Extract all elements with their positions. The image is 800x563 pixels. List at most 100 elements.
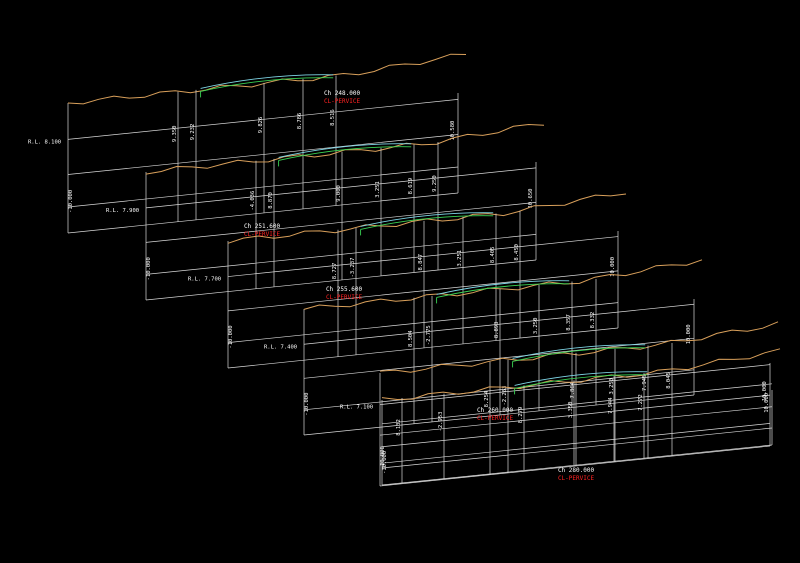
- band-line-1: [303, 303, 695, 345]
- design-profile-cyan: [512, 344, 646, 359]
- ground-profile: [379, 321, 779, 373]
- offset-value: -3.237: [350, 258, 356, 278]
- chainage-label: Ch 251.600: [244, 223, 281, 230]
- offset-value: 8.357: [566, 314, 572, 331]
- band-line-1: [379, 364, 771, 405]
- band-line-3: [67, 166, 459, 208]
- offset-value: 9.826: [258, 117, 264, 134]
- band-line-1: [381, 383, 773, 425]
- design-profile-green: [278, 146, 412, 161]
- centreline-label: CL-PERVICE: [558, 475, 595, 482]
- offset-value: 3.250: [609, 378, 615, 395]
- design-profile-cyan: [436, 280, 570, 295]
- design-profile-green: [514, 374, 648, 389]
- offset-value: 8.332: [590, 312, 596, 329]
- band-line-1: [227, 236, 619, 277]
- offset-value: -2.953: [438, 412, 444, 432]
- left-offset-value: -10.000: [146, 257, 152, 280]
- offset-value: -2.263: [502, 386, 508, 406]
- offset-value: -2.775: [426, 325, 432, 345]
- centreline-label: CL-PERVICE: [324, 98, 361, 105]
- design-profile-cyan: [200, 74, 334, 89]
- ground-profile: [381, 348, 781, 401]
- band-line-2: [381, 406, 773, 448]
- datum-label: R.L. 7.900: [106, 208, 139, 214]
- band-line-3: [227, 302, 619, 343]
- offset-value: 8.893: [494, 322, 500, 339]
- offset-value: 3.350: [568, 402, 574, 419]
- offset-value: 3.251: [375, 181, 381, 198]
- frame-bottom: [379, 445, 771, 487]
- offset-value: 3.251: [457, 250, 463, 267]
- offset-value: -4.036: [250, 191, 256, 211]
- right-offset-value: 10.000: [610, 257, 616, 277]
- offset-value: 8.619: [408, 178, 414, 195]
- left-offset-value: -10.000: [228, 325, 234, 348]
- frame-bottom: [227, 327, 619, 369]
- datum-label: R.L. 7.100: [340, 405, 373, 411]
- offset-value: 8.132: [396, 419, 402, 436]
- centreline-label: CL-PERVICE: [244, 231, 281, 238]
- offset-value: 8.727: [332, 263, 338, 280]
- left-offset-value: -10.000: [68, 190, 74, 213]
- band-line-2: [67, 134, 459, 175]
- offset-value: 8.405: [490, 247, 496, 264]
- datum-label: R.L. 7.700: [188, 277, 221, 283]
- design-profile-green: [436, 283, 570, 298]
- chainage-label: Ch 255.600: [326, 286, 363, 293]
- frame-bottom: [381, 444, 773, 486]
- left-offset-value: -10.000: [304, 393, 310, 416]
- offset-value: 8.254: [484, 390, 490, 407]
- right-offset-value: 10.580: [450, 121, 456, 141]
- offset-value: 8.516: [330, 109, 336, 126]
- chainage-label: Ch 248.000: [324, 90, 361, 97]
- centreline-label: CL-PERVICE: [477, 415, 514, 422]
- frame-bottom: [303, 394, 695, 436]
- offset-value: 9.350: [172, 126, 178, 143]
- band-line-3: [379, 423, 771, 464]
- offset-value: 8.045: [666, 372, 672, 389]
- band-line-1: [67, 99, 459, 140]
- offset-value: 9.250: [432, 175, 438, 192]
- offset-value: 8.847: [418, 254, 424, 271]
- ground-profile: [67, 53, 467, 105]
- right-offset-value: 10.000: [764, 393, 770, 413]
- left-offset-value: -10.000: [380, 446, 386, 469]
- offset-value: 7.945: [642, 375, 648, 392]
- design-profile-green: [360, 215, 494, 230]
- offset-value: 8.279: [518, 407, 524, 424]
- right-offset-value: 10.000: [762, 381, 768, 401]
- offset-value: 8.786: [297, 113, 303, 130]
- band-line-3: [381, 427, 773, 469]
- datum-label: R.L. 8.100: [28, 139, 61, 145]
- offset-value: 3.250: [533, 318, 539, 335]
- right-offset-value: 10.000: [686, 324, 692, 344]
- design-profile-green: [512, 347, 646, 362]
- design-profile-green: [200, 77, 334, 92]
- offset-value: 8.870: [268, 192, 274, 209]
- offset-value: 9.000: [336, 185, 342, 202]
- right-offset-value: 10.650: [528, 189, 534, 209]
- band-line-1: [145, 167, 537, 209]
- band-line-3: [145, 234, 537, 275]
- offset-value: 7.864: [570, 381, 576, 398]
- frame-bottom: [145, 259, 537, 301]
- chainage-label: Ch 260.000: [477, 407, 514, 414]
- design-profile-cyan: [514, 371, 648, 386]
- band-line-2: [379, 394, 771, 436]
- offset-value: 8.504: [408, 330, 414, 347]
- centreline-label: CL-PERVICE: [326, 294, 363, 301]
- band-line-2: [145, 202, 537, 243]
- frame-bottom: [67, 192, 459, 234]
- chainage-label: Ch 280.000: [558, 467, 595, 474]
- offset-value: 9.232: [190, 124, 196, 141]
- left-offset-value: -10.000: [382, 451, 388, 474]
